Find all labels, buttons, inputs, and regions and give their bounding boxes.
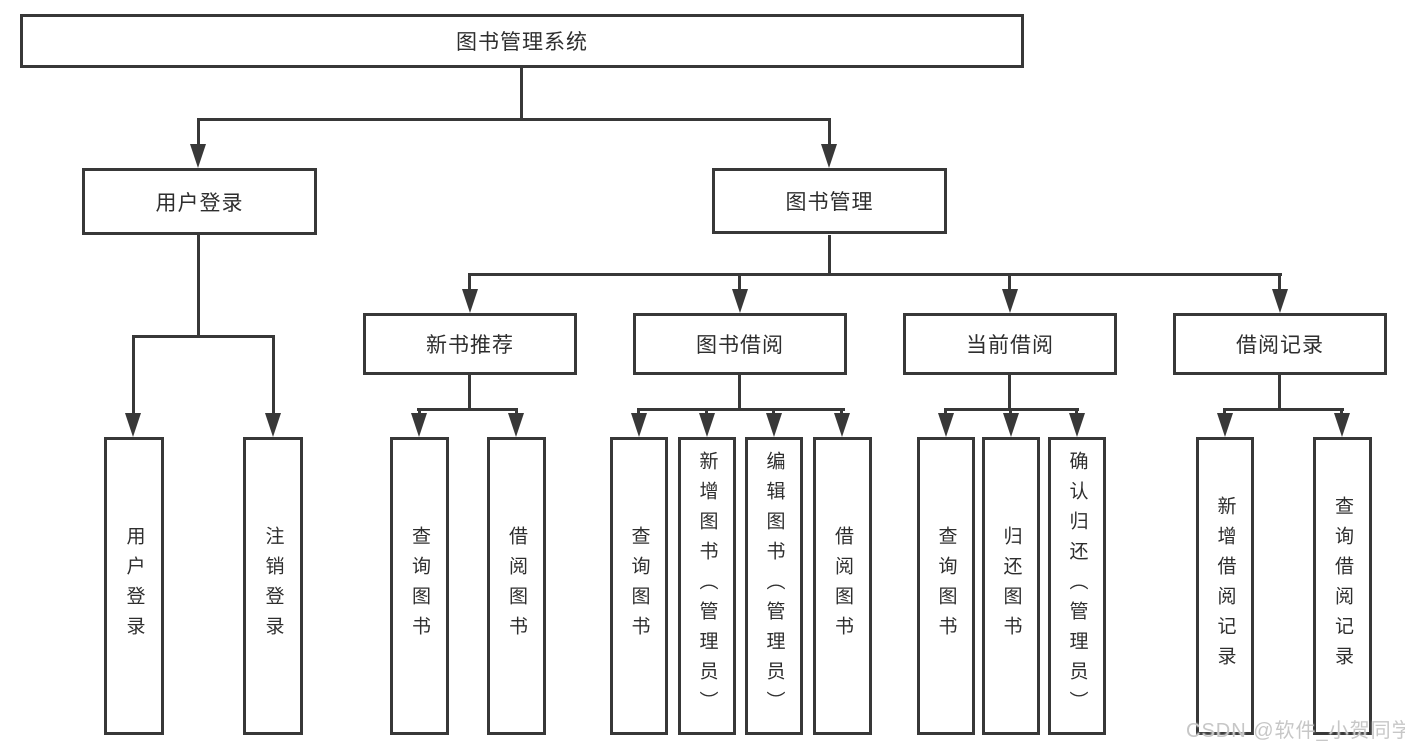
connector-line (828, 235, 831, 273)
connector-line (1009, 408, 1012, 415)
leaf-add-borrow-record: 新增借阅记录 (1196, 437, 1254, 735)
leaf-confirm-return-admin: 确认归还（管理员） (1048, 437, 1106, 735)
arrowhead-down-icon (1002, 289, 1018, 313)
node-book-management: 图书管理 (712, 168, 947, 234)
arrowhead-down-icon (125, 413, 141, 437)
connector-line (468, 273, 1282, 276)
arrowhead-down-icon (938, 413, 954, 437)
node-current-borrowing: 当前借阅 (903, 313, 1117, 375)
connector-line (197, 235, 200, 335)
node-root: 图书管理系统 (20, 14, 1024, 68)
connector-line (1008, 273, 1011, 291)
leaf-edit-books-admin: 编辑图书（管理员） (745, 437, 803, 735)
connector-line (637, 408, 845, 411)
connector-line (1223, 408, 1226, 415)
connector-line (468, 273, 471, 291)
arrowhead-down-icon (462, 289, 478, 313)
connector-line (1278, 273, 1281, 291)
connector-line (1008, 375, 1011, 408)
connector-line (132, 335, 275, 338)
connector-line (132, 335, 135, 415)
leaf-return-books: 归还图书 (982, 437, 1040, 735)
connector-line (520, 68, 523, 118)
leaf-borrow-books: 借阅图书 (813, 437, 872, 735)
connector-line (1278, 375, 1281, 408)
arrowhead-down-icon (1272, 289, 1288, 313)
connector-line (828, 118, 831, 146)
connector-line (417, 408, 518, 411)
leaf-logout: 注销登录 (243, 437, 303, 735)
connector-line (1075, 408, 1078, 415)
connector-line (637, 408, 640, 415)
connector-line (772, 408, 775, 415)
connector-line (944, 408, 947, 415)
arrowhead-down-icon (1003, 413, 1019, 437)
arrowhead-down-icon (699, 413, 715, 437)
arrowhead-down-icon (265, 413, 281, 437)
watermark: CSDN @软件_小贺同学 (1186, 720, 1405, 742)
connector-line (468, 375, 471, 408)
connector-line (272, 335, 275, 415)
arrowhead-down-icon (1069, 413, 1085, 437)
connector-line (515, 408, 518, 415)
leaf-query-borrow-record: 查询借阅记录 (1313, 437, 1372, 735)
leaf-user-login: 用户登录 (104, 437, 164, 735)
connector-line (1340, 408, 1343, 415)
connector-line (418, 408, 421, 415)
arrowhead-down-icon (766, 413, 782, 437)
node-user-login: 用户登录 (82, 168, 317, 235)
connector-line (1223, 408, 1344, 411)
arrowhead-down-icon (190, 144, 206, 168)
connector-line (197, 118, 200, 146)
node-new-book-recommend: 新书推荐 (363, 313, 577, 375)
connector-line (840, 408, 843, 415)
leaf-query-books-recommend: 查询图书 (390, 437, 449, 735)
arrowhead-down-icon (1334, 413, 1350, 437)
connector-line (197, 118, 831, 121)
leaf-query-books-current: 查询图书 (917, 437, 975, 735)
arrowhead-down-icon (834, 413, 850, 437)
node-book-borrowing: 图书借阅 (633, 313, 847, 375)
arrowhead-down-icon (411, 413, 427, 437)
connector-line (738, 375, 741, 408)
arrowhead-down-icon (821, 144, 837, 168)
leaf-query-books-borrowing: 查询图书 (610, 437, 668, 735)
node-borrow-records: 借阅记录 (1173, 313, 1387, 375)
leaf-add-books-admin: 新增图书（管理员） (678, 437, 736, 735)
connector-line (705, 408, 708, 415)
arrowhead-down-icon (1217, 413, 1233, 437)
leaf-borrow-books-recommend: 借阅图书 (487, 437, 546, 735)
arrowhead-down-icon (631, 413, 647, 437)
arrowhead-down-icon (508, 413, 524, 437)
connector-line (738, 273, 741, 291)
arrowhead-down-icon (732, 289, 748, 313)
